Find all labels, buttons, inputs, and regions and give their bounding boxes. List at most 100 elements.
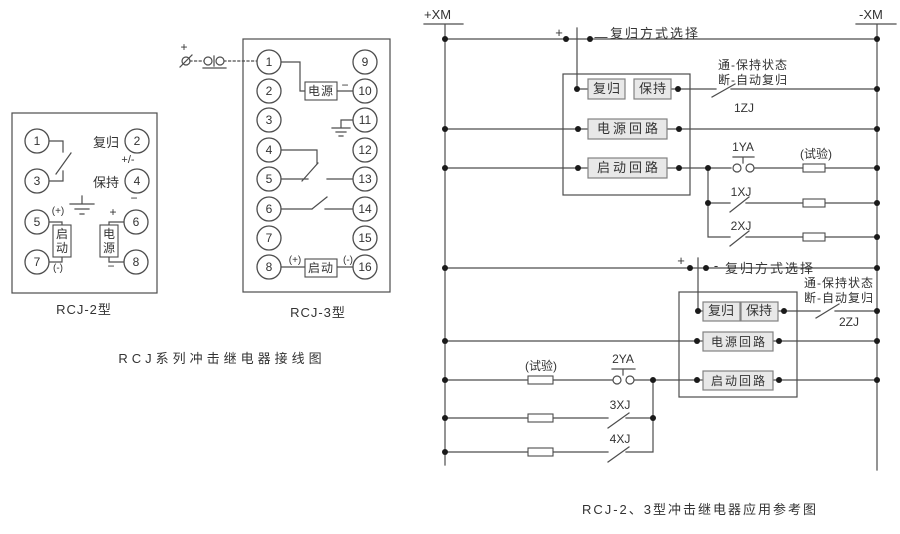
wires — [48, 221, 63, 263]
rcj3-ground-icon — [331, 119, 354, 137]
hold-polarity-label: − — [130, 191, 137, 205]
power-plus-label: + — [109, 205, 116, 219]
terminal-number: 7 — [266, 231, 273, 245]
start-plus-label: (+) — [52, 206, 65, 217]
terminal-6: 6 — [256, 196, 282, 222]
rcj3-start-element: 启动 (+) (-) — [280, 255, 354, 278]
terminal-1: 1 — [24, 128, 50, 154]
wires — [444, 27, 878, 238]
terminal-number: 14 — [358, 202, 372, 216]
unit1-power-circuit-box — [587, 118, 668, 140]
unit1-minus-label: — — [595, 29, 608, 44]
unit1-branch1-label: 1XJ — [731, 185, 752, 199]
terminal-number: 10 — [358, 84, 372, 98]
wires — [280, 61, 354, 92]
rcj2-terminals: 1 2 3 4 5 6 7 8 — [24, 128, 150, 275]
unit2-branch2-label: 4XJ — [610, 432, 631, 446]
application-diagram: +XM -XM + — 复归方式选择 复归 — [423, 7, 897, 517]
start-box — [52, 224, 72, 258]
reset-label: 复归 — [93, 135, 119, 150]
unit1-note-line1: 通-保持状态 — [718, 57, 788, 72]
unit2-start-circuit-box — [702, 370, 774, 391]
terminal-4: 4 — [124, 168, 150, 194]
start-box-label: 启动 — [308, 261, 334, 275]
terminal-number: 3 — [266, 113, 273, 127]
terminal-7: 7 — [24, 249, 50, 275]
start-minus-label: (-) — [343, 255, 353, 266]
start-box-char2: 动 — [56, 241, 68, 255]
unit1-test-resistor — [802, 163, 826, 173]
rcj3-power-element: 电源 − — [280, 61, 354, 101]
unit1-branch1-resistor — [802, 198, 826, 208]
power-box — [304, 81, 338, 101]
unit1-relay-outline — [562, 73, 691, 196]
hold-label: 保持 — [93, 175, 119, 190]
reset-polarity-label: +/- — [121, 154, 134, 166]
unit2-start-circuit-label: 启动回路 — [711, 373, 767, 388]
unit2-pushbutton-icon: 2YA — [611, 352, 636, 385]
wires — [108, 221, 125, 263]
terminal-number: 16 — [358, 260, 372, 274]
junction-dots — [442, 265, 880, 455]
unit2-branch1-label: 3XJ — [610, 398, 631, 412]
unit2-reset-box — [702, 301, 741, 322]
rcj3-outline — [242, 38, 391, 293]
unit1-start-circuit-box — [587, 157, 668, 179]
unit2-note-line1: 通-保持状态 — [804, 275, 874, 290]
bus-left-line — [423, 23, 464, 466]
junction-dots — [442, 36, 880, 240]
terminal-number: 11 — [359, 113, 372, 127]
unit1-plus-label: + — [555, 25, 563, 40]
rcj3-terminal-diagram: + 电源 − 启动 (+) — [179, 38, 391, 320]
terminal-number: 7 — [34, 255, 41, 269]
unit1-branch2-label: 2XJ — [731, 219, 752, 233]
unit1-branch2-resistor — [802, 232, 826, 242]
rcj2-outline — [11, 112, 158, 294]
unit1-start-circuit-label: 启动回路 — [597, 160, 661, 175]
terminal-number: 5 — [34, 215, 41, 229]
relay-unit-1: + — 复归方式选择 复归 保持 电源回路 启动回路 通-保持状态 断-自动复归… — [442, 25, 880, 247]
unit2-select-label: 复归方式选择 — [725, 261, 815, 276]
rcj2-terminal-diagram: 启 动 (+) (-) 电 源 + − 复归 +/- 保持 − 1 2 3 4 … — [11, 112, 158, 317]
terminal-13: 13 — [352, 166, 378, 192]
rcj2-start-element: 启 动 (+) (-) — [48, 206, 72, 274]
unit1-select-label: 复归方式选择 — [610, 26, 700, 41]
terminal-11: 11 — [352, 107, 378, 133]
terminal-number: 9 — [362, 55, 369, 69]
unit2-relay-outline — [678, 291, 798, 398]
terminal-6: 6 — [123, 209, 149, 235]
contact-blade — [48, 140, 72, 182]
bus-right-line — [855, 23, 897, 471]
terminal-7: 7 — [256, 225, 282, 251]
unit2-test-label: (试验) — [525, 358, 557, 373]
terminal-16: 16 — [352, 254, 378, 280]
terminal-14: 14 — [352, 196, 378, 222]
unit1-reset-label: 复归 — [593, 81, 621, 96]
unit1-power-circuit-label: 电源回路 — [597, 121, 661, 136]
start-box — [304, 258, 338, 278]
terminal-3: 3 — [24, 168, 50, 194]
rcj3-contact-4-5-13 — [280, 149, 354, 182]
power-box-label: 电源 — [308, 84, 334, 98]
unit1-pushbutton-icon: 1YA — [732, 140, 755, 173]
unit2-branch2-resistor — [527, 447, 554, 457]
terminal-number: 1 — [266, 55, 273, 69]
bus-right-label: -XM — [859, 7, 883, 22]
wiring-caption: RCJ系列冲击继电器接线图 — [118, 351, 325, 366]
start-box-char1: 启 — [56, 227, 68, 241]
unit2-minus-label: - — [714, 258, 718, 273]
unit2-plus-label: + — [677, 253, 685, 268]
power-box-char1: 电 — [103, 227, 115, 241]
rcj3-input-circuit: + — [179, 40, 258, 69]
terminal-15: 15 — [352, 225, 378, 251]
terminal-1: 1 — [256, 49, 282, 75]
unit2-hold-label: 保持 — [746, 303, 772, 318]
terminal-3: 3 — [256, 107, 282, 133]
terminal-5: 5 — [256, 166, 282, 192]
terminal-5: 5 — [24, 209, 50, 235]
input-point-slash — [179, 54, 193, 68]
unit1-hold-label: 保持 — [639, 81, 667, 96]
contact-blades — [607, 303, 840, 463]
